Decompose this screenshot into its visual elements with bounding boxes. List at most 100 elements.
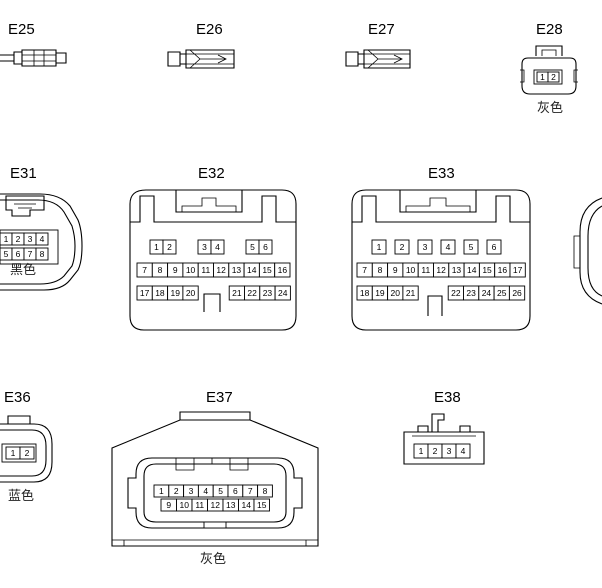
connector-body <box>13 49 67 67</box>
pin-number: 17 <box>140 288 150 298</box>
connector-latch <box>7 415 31 424</box>
pin-number: 2 <box>167 242 172 252</box>
pin-cell <box>509 262 526 278</box>
connector-lock-tabs <box>417 425 471 432</box>
pin-number: 5 <box>250 242 255 252</box>
pin-number: 23 <box>466 288 476 298</box>
connector-key <box>427 295 443 316</box>
pin-number: 14 <box>467 265 477 275</box>
pin-number: 9 <box>173 265 178 275</box>
pin-number: 8 <box>378 265 383 275</box>
pin-number: 21 <box>406 288 416 298</box>
pin-cell <box>394 239 410 255</box>
connector-housing <box>129 189 297 331</box>
connector-key <box>203 293 221 312</box>
pin-number: 16 <box>278 265 288 275</box>
pin-number: 21 <box>232 288 242 298</box>
pin-number: 3 <box>189 486 194 496</box>
pin-number: 7 <box>142 265 147 275</box>
pin-number: 3 <box>423 242 428 252</box>
connector-color-e36: 蓝色 <box>8 488 34 504</box>
pin-cell <box>486 239 502 255</box>
pin-number: 24 <box>278 288 288 298</box>
pin-number: 10 <box>406 265 416 275</box>
pin-number: 4 <box>446 242 451 252</box>
pin-number: 10 <box>186 265 196 275</box>
connector-housing <box>0 423 53 483</box>
pin-number: 13 <box>452 265 462 275</box>
connector-color-e31: 黑色 <box>10 262 36 278</box>
connector-label-e27: E27 <box>368 21 395 38</box>
pin-number: 5 <box>4 249 9 259</box>
connector-housing-inner <box>0 199 76 285</box>
connector-inner-wall <box>130 195 296 223</box>
pin-number: 18 <box>360 288 370 298</box>
pin-number: 8 <box>263 486 268 496</box>
pin-number: 11 <box>201 265 210 275</box>
connector-top-tab <box>179 411 251 420</box>
pin-number: 9 <box>393 265 398 275</box>
pin-number: 5 <box>218 486 223 496</box>
pin-number: 7 <box>362 265 367 275</box>
connector-partial-right <box>573 197 602 305</box>
pin-number: 5 <box>469 242 474 252</box>
connector-label-e28: E28 <box>536 21 563 38</box>
pin-number: 20 <box>186 288 196 298</box>
pin-number: 9 <box>166 500 171 510</box>
pin-number: 17 <box>513 265 523 275</box>
pin-cell <box>417 239 433 255</box>
pin-number: 12 <box>436 265 446 275</box>
connector-housing <box>0 193 83 291</box>
pin-number: 26 <box>512 288 522 298</box>
connector-latch-frame <box>175 190 243 213</box>
pin-number: 2 <box>551 72 556 82</box>
pin-number: 1 <box>540 72 545 82</box>
connector-e26: E26 <box>167 21 235 69</box>
connector-latch <box>181 197 237 212</box>
pin-cell <box>35 247 49 261</box>
pin-number: 2 <box>25 448 30 458</box>
pin-number: 18 <box>155 288 165 298</box>
pin-number: 22 <box>247 288 257 298</box>
connector-inner-wall <box>352 195 530 223</box>
connector-latch-detail <box>14 203 36 209</box>
pin-number: 6 <box>16 249 21 259</box>
pin-number: 4 <box>40 234 45 244</box>
pin-cell <box>463 239 479 255</box>
pin-number: 1 <box>154 242 159 252</box>
connector-e27: E27 <box>345 21 411 69</box>
pin-cell <box>508 285 526 301</box>
pin-cell <box>547 71 560 83</box>
connector-label-e36: E36 <box>4 389 31 406</box>
connector-housing <box>111 419 319 547</box>
pin-cell <box>257 484 273 498</box>
connector-color-e28: 灰色 <box>537 100 563 116</box>
connector-latch <box>405 197 471 212</box>
connector-latch <box>5 195 45 217</box>
connector-latch-inner <box>541 49 557 56</box>
pin-number: 4 <box>215 242 220 252</box>
pin-number: 7 <box>248 486 253 496</box>
connector-key <box>203 521 227 529</box>
pin-number: 3 <box>447 446 452 456</box>
connector-base <box>112 539 318 546</box>
connector-detail <box>22 50 56 66</box>
connector-body <box>167 49 235 69</box>
pin-number: 1 <box>11 448 16 458</box>
pin-number: 1 <box>377 242 382 252</box>
pin-cell <box>402 285 419 301</box>
connector-detail <box>186 49 234 69</box>
pin-number: 1 <box>4 234 9 244</box>
pin-number: 13 <box>226 500 236 510</box>
pin-number: 8 <box>40 249 45 259</box>
pin-number: 2 <box>174 486 179 496</box>
pin-cell <box>455 443 471 459</box>
connector-housing <box>579 197 602 305</box>
